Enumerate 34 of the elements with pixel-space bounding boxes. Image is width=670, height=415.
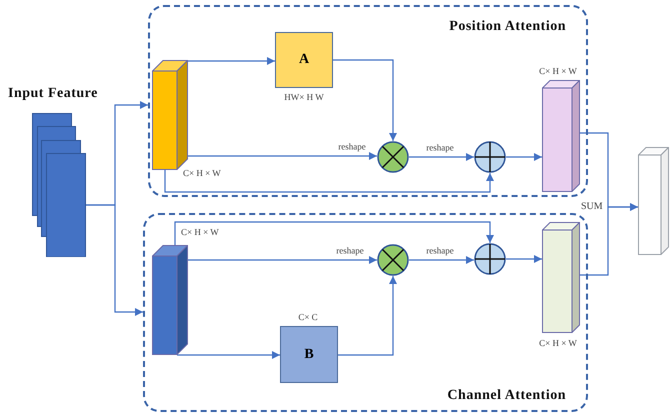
dimension-label: C× H × W — [183, 168, 221, 178]
panel-title: Position Attention — [449, 19, 566, 35]
arrow — [164, 170, 494, 193]
arrow — [188, 256, 377, 264]
heading: Input Feature — [8, 86, 98, 102]
arrow — [409, 256, 474, 264]
dimension-label: C× H × W — [539, 338, 577, 348]
arrow — [506, 255, 542, 263]
box-label: B — [304, 346, 314, 362]
dimension-label: HW× H W — [284, 92, 324, 102]
arrow — [506, 153, 542, 161]
dimension-label: C× H × W — [181, 227, 219, 237]
matrix-box — [275, 32, 333, 88]
module-panel — [148, 5, 588, 197]
arrow — [333, 59, 397, 141]
edge-label: reshape — [337, 142, 367, 152]
edge-label: reshape — [425, 246, 455, 256]
arrow — [188, 57, 275, 65]
dimension-label: C× C — [298, 312, 318, 322]
arrow — [177, 351, 280, 359]
edge-label: reshape — [425, 144, 455, 152]
module-panel — [143, 213, 588, 412]
arrow — [174, 221, 494, 245]
sum-label: SUM — [581, 201, 603, 212]
arrow — [409, 153, 474, 161]
panel-title: Channel Attention — [447, 388, 566, 404]
dimension-label: C× H × W — [539, 66, 577, 76]
arrow — [86, 204, 143, 316]
arrow — [338, 276, 397, 356]
arrow — [188, 152, 377, 160]
box-label: A — [298, 52, 310, 68]
matrix-box — [280, 326, 338, 383]
arrow — [580, 203, 638, 276]
edge-label: reshape — [335, 246, 365, 256]
